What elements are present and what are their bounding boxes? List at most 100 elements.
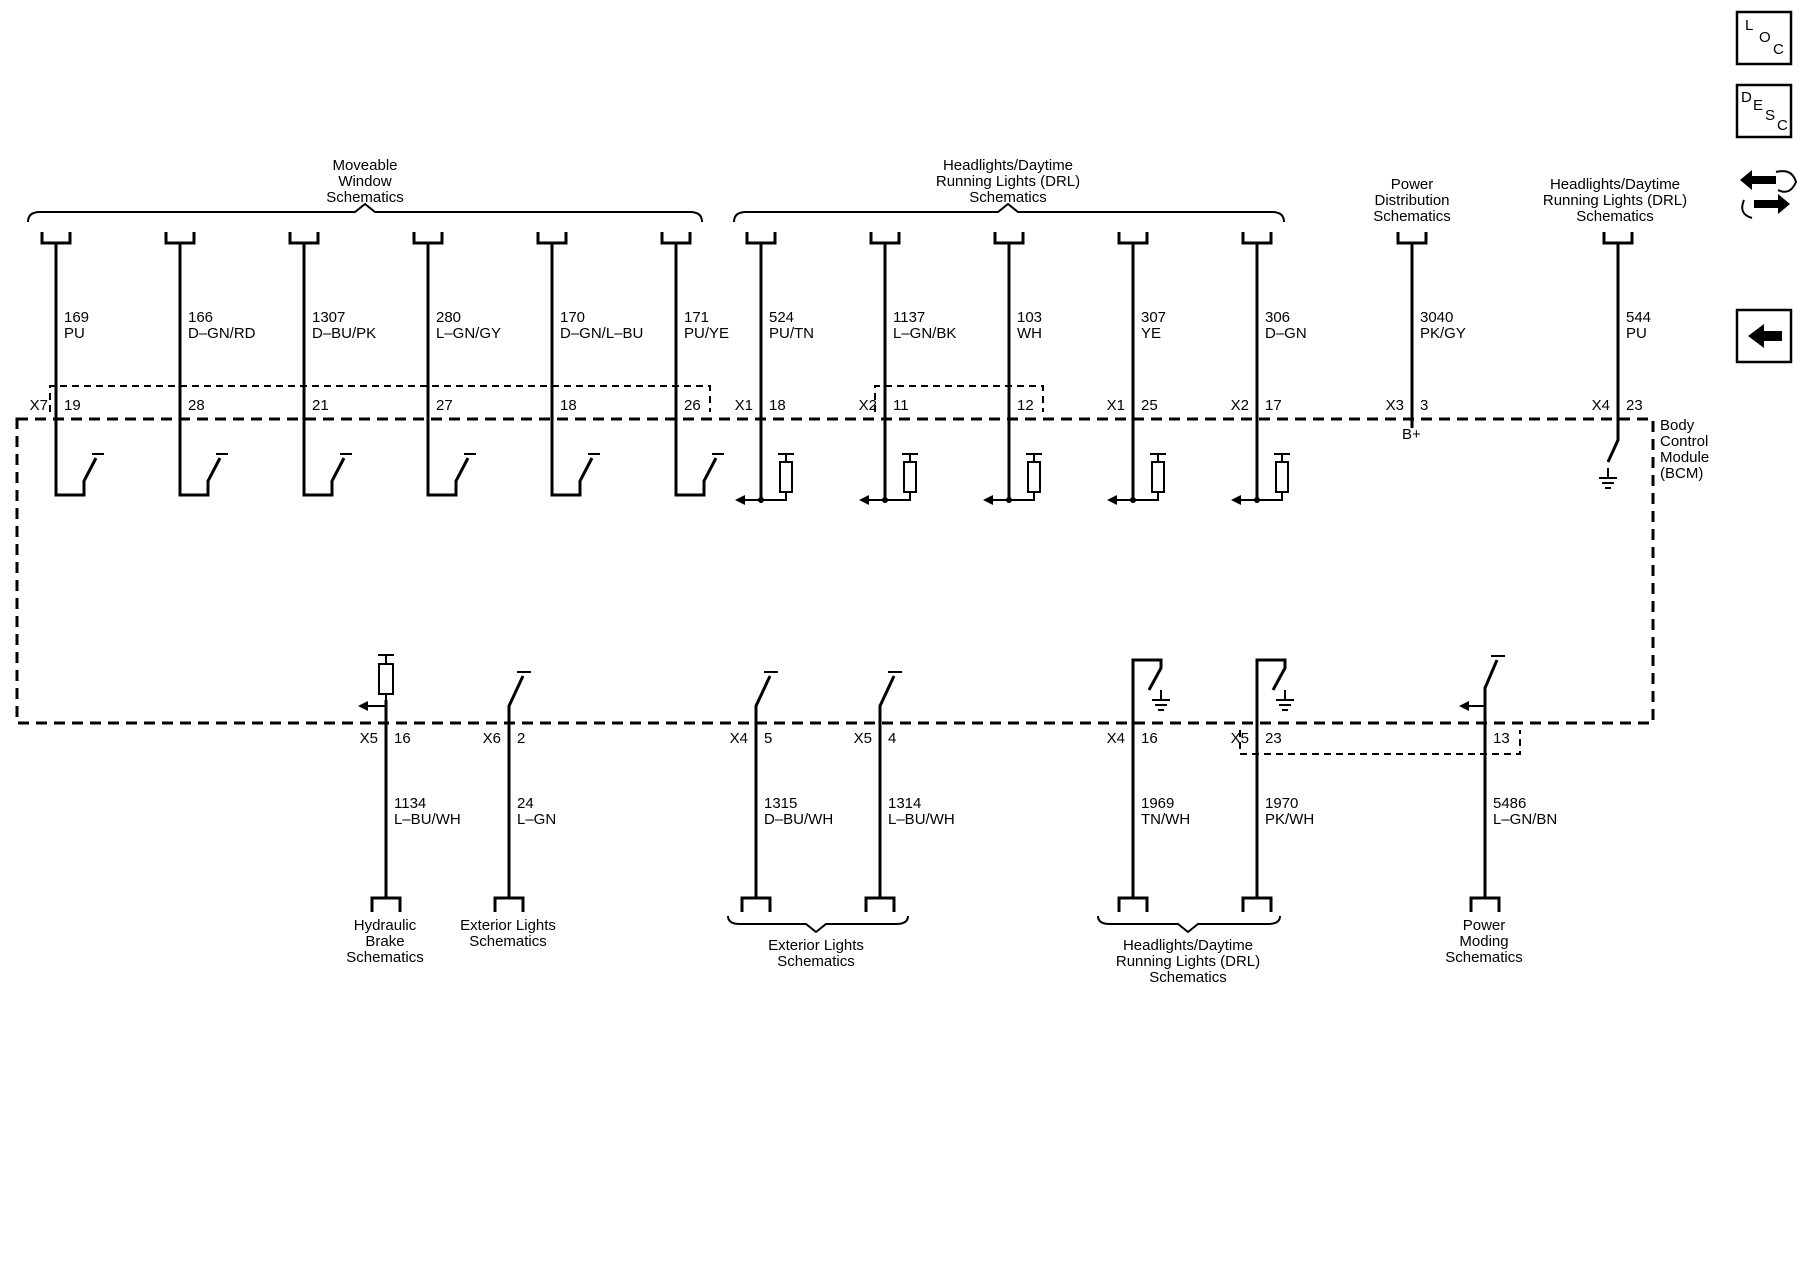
connector-symbol <box>1117 896 1149 912</box>
location-button[interactable]: L O C <box>1735 10 1793 66</box>
group-label-line: Running Lights (DRL) <box>936 173 1080 190</box>
connector-symbol <box>660 232 692 245</box>
group-drl-bottom: Headlights/Daytime Running Lights (DRL) … <box>1097 915 1281 986</box>
connector-id: X2 <box>859 397 877 414</box>
connector-id: X7 <box>30 397 48 414</box>
description-button[interactable]: D E S C <box>1735 83 1793 139</box>
connector-id: X6 <box>483 730 501 747</box>
connector-symbol <box>1396 232 1428 245</box>
pin-number: 3 <box>1420 397 1428 414</box>
resistor-lead <box>1111 492 1159 501</box>
wire-color: L–GN/BN <box>1493 811 1557 828</box>
switch-symbol <box>426 448 470 497</box>
back-arrow-icon[interactable] <box>1735 308 1793 364</box>
connector-id: X1 <box>1107 397 1125 414</box>
group-label-line: Schematics <box>326 189 404 206</box>
swap-arrows-icon[interactable] <box>1740 170 1798 219</box>
pin-number: 25 <box>1141 397 1158 414</box>
group-label-line: Schematics <box>969 189 1047 206</box>
group-brace <box>27 202 703 223</box>
module-label-line: Body <box>1660 417 1695 434</box>
arrow-head <box>735 495 745 505</box>
pin-number: 23 <box>1626 397 1643 414</box>
group-label-line: Schematics <box>777 953 855 970</box>
group-label-line: Brake <box>365 933 404 950</box>
connector-symbol <box>1241 232 1273 245</box>
connector-symbol <box>412 232 444 245</box>
switch-symbol <box>54 448 98 497</box>
module-label-line: (BCM) <box>1660 465 1703 482</box>
desc-letter: C <box>1777 117 1788 134</box>
circuit-number: 166 <box>188 309 213 326</box>
wire-color: PU/TN <box>769 325 814 342</box>
connector-x7-outline <box>49 385 711 412</box>
wire-color: L–GN/BK <box>893 325 956 342</box>
group-label-line: Distribution <box>1374 192 1449 209</box>
ground-symbol <box>1276 699 1294 711</box>
resistor-lead <box>739 492 787 501</box>
wire-color: L–GN <box>517 811 556 828</box>
resistor-body <box>378 663 394 695</box>
wire-color: D–BU/WH <box>764 811 833 828</box>
wire-color: PK/WH <box>1265 811 1314 828</box>
group-power-moding: Power Moding Schematics <box>1445 917 1523 966</box>
wire-line <box>878 675 896 898</box>
resistor-body <box>779 461 793 493</box>
resistor-lead <box>863 492 911 501</box>
connector-symbol <box>993 232 1025 245</box>
connector-id: X5 <box>854 730 872 747</box>
connector-symbol <box>869 232 901 245</box>
connector-id: X5 <box>360 730 378 747</box>
circuit-number: 1969 <box>1141 795 1174 812</box>
connector-symbol <box>1117 232 1149 245</box>
pin-number: 2 <box>517 730 525 747</box>
pin-number: 13 <box>1493 730 1510 747</box>
group-label-line: Moding <box>1459 933 1508 950</box>
circuit-number: 1970 <box>1265 795 1298 812</box>
connector-x5-outline <box>1239 730 1521 755</box>
group-label-line: Headlights/Daytime <box>1123 937 1253 954</box>
connector-symbol <box>745 232 777 245</box>
wire-color: WH <box>1017 325 1042 342</box>
circuit-number: 307 <box>1141 309 1166 326</box>
group-exterior-lights-pair: Exterior Lights Schematics <box>727 915 909 970</box>
arrow-head <box>983 495 993 505</box>
group-brace <box>733 202 1285 223</box>
wire-color: L–BU/WH <box>888 811 955 828</box>
switch-symbol <box>178 448 222 497</box>
group-label-line: Schematics <box>469 933 547 950</box>
arrow-right-shape <box>1754 194 1790 214</box>
wire-line <box>1131 658 1163 898</box>
wire-line <box>1606 243 1620 463</box>
group-label-line: Power <box>1391 176 1434 193</box>
resistor-body <box>1151 461 1165 493</box>
circuit-number: 169 <box>64 309 89 326</box>
pin-number: 23 <box>1265 730 1282 747</box>
connector-symbol <box>288 232 320 245</box>
switch-symbol <box>550 448 594 497</box>
group-label-line: Window <box>338 173 392 190</box>
circuit-number: 103 <box>1017 309 1042 326</box>
circuit-number: 280 <box>436 309 461 326</box>
group-brace <box>1097 915 1281 934</box>
pin-number: 18 <box>769 397 786 414</box>
circuit-number: 1314 <box>888 795 921 812</box>
circuit-number: 170 <box>560 309 585 326</box>
connector-symbol <box>740 896 772 912</box>
wrench-shape <box>1741 199 1753 219</box>
wire-color: PU/YE <box>684 325 729 342</box>
group-label-line: Running Lights (DRL) <box>1543 192 1687 209</box>
connector-id: X1 <box>735 397 753 414</box>
connector-symbol <box>370 896 402 912</box>
resistor-lead <box>987 492 1035 501</box>
arrow-left-shape <box>1740 170 1776 190</box>
